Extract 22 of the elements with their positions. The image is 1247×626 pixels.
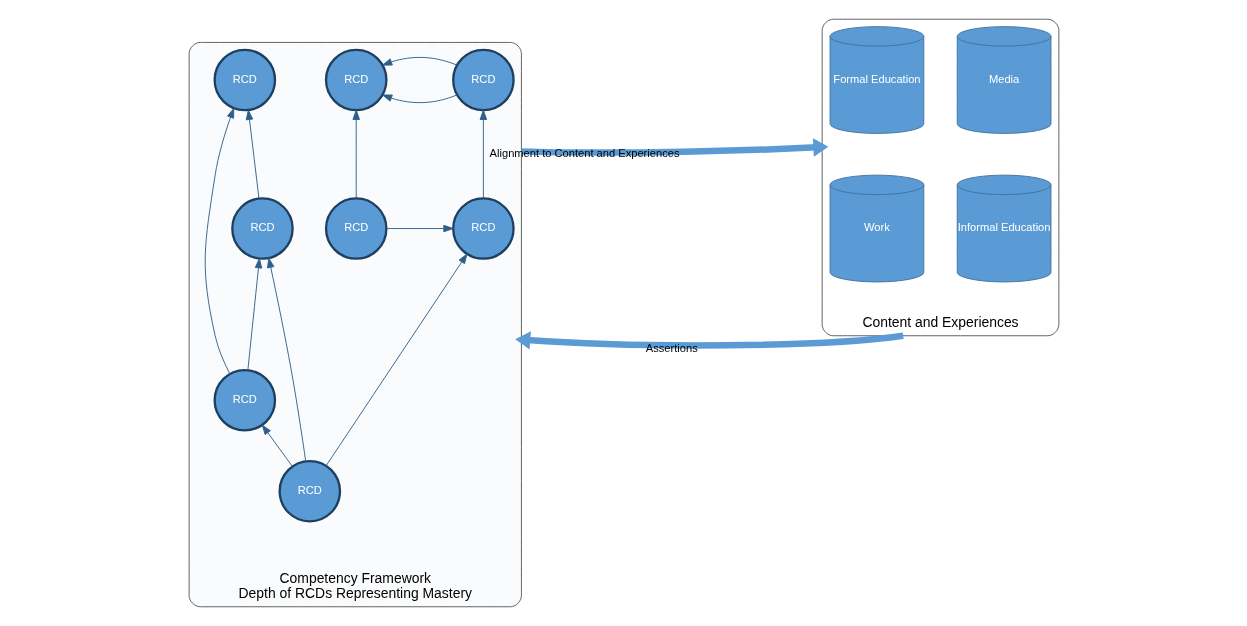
arrow [381,94,457,104]
arrow [245,109,259,199]
arrow [479,109,487,199]
node-circle: RCD [324,197,388,260]
arrow [514,331,904,350]
node-circle: RCD [230,197,294,260]
arrow [381,56,457,66]
node-circle: RCD [324,48,388,112]
arrow [246,258,262,371]
arrow [204,108,234,375]
arrow [261,424,293,467]
node-circle: RCD [213,48,276,112]
arrow [352,109,360,199]
arrow [520,138,828,157]
arrow [266,257,306,462]
arrow [385,224,454,233]
node-circle: RCD [451,48,515,112]
node-circle: RCD [213,368,276,432]
arrow [325,253,467,467]
edge-label: Assertions [645,342,698,355]
node-circle: RCD [277,459,341,523]
node-circle: RCD [451,197,515,260]
